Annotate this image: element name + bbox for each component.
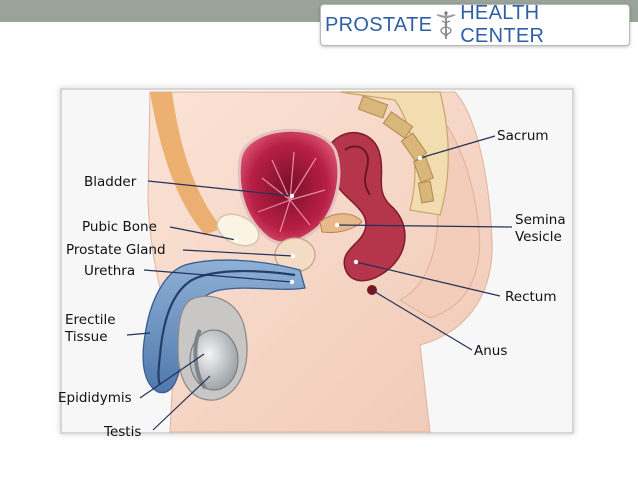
- label-sacrum: Sacrum: [497, 128, 549, 144]
- label-testis: Testis: [103, 424, 141, 440]
- label-epididymis: Epididymis: [58, 390, 132, 406]
- leader-lines: [126, 135, 513, 431]
- testis-organ: [189, 329, 239, 391]
- label-prostate-gland: Prostate Gland: [66, 242, 166, 258]
- leader-dots: [233, 155, 423, 285]
- penis: [142, 259, 306, 394]
- logo-word-health-center: HEALTH CENTER: [460, 2, 545, 47]
- bladder-folds: [257, 151, 326, 233]
- label-seminal-vesicle-1: Semina: [515, 212, 566, 228]
- rectum-colon: [325, 131, 406, 282]
- label-seminal-vesicle-2: Vesicle: [515, 229, 562, 245]
- label-rectum: Rectum: [505, 289, 557, 305]
- caduceus-icon: [436, 11, 457, 39]
- label-pubic-bone: Pubic Bone: [82, 219, 157, 235]
- abdominal-wall: [150, 92, 222, 235]
- label-erectile-tissue-2: Tissue: [64, 329, 108, 345]
- logo-word-prostate: PROSTATE: [325, 13, 433, 36]
- label-bladder: Bladder: [84, 174, 137, 190]
- urethra-tube: [157, 269, 296, 386]
- label-anus: Anus: [474, 343, 507, 359]
- label-urethra: Urethra: [84, 263, 135, 279]
- sacrum-bone: [339, 91, 449, 216]
- brand-logo: PROSTATE HEALTH CENTER: [320, 2, 630, 47]
- label-erectile-tissue-1: Erectile: [65, 312, 116, 328]
- seminal-vesicle: [319, 213, 363, 233]
